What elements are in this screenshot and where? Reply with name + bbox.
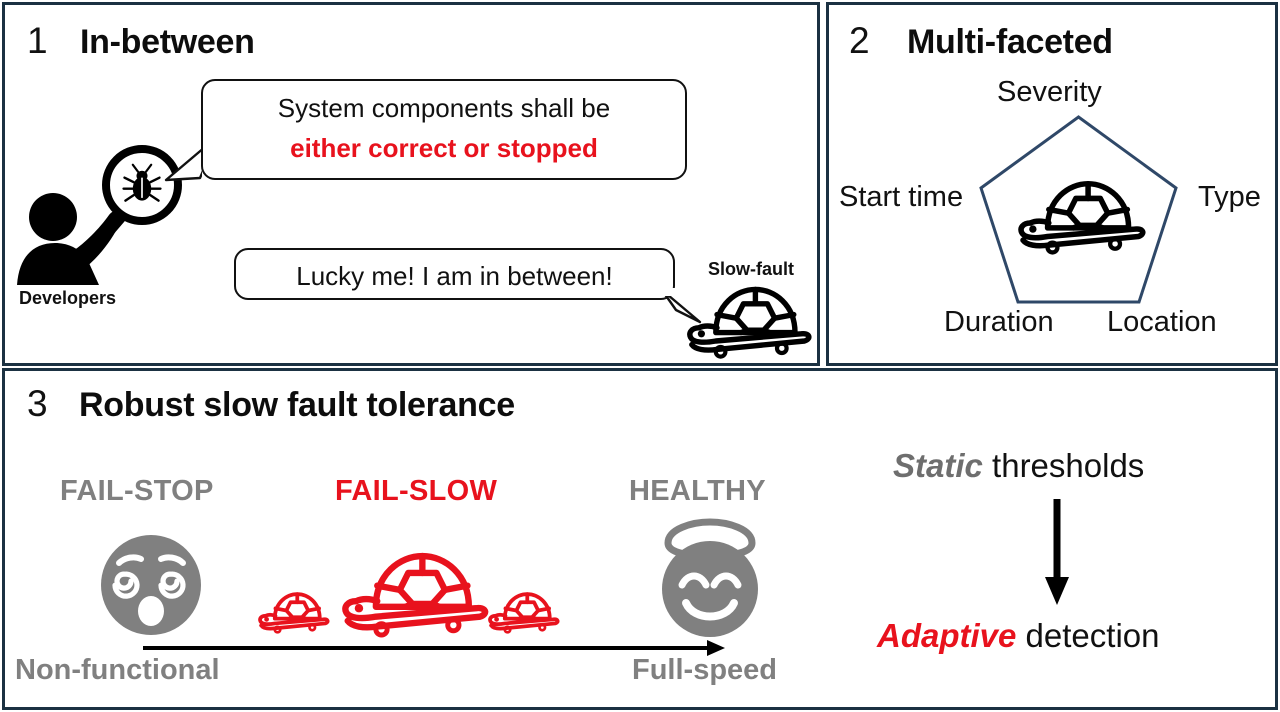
bubble1-line1: System components shall be: [277, 93, 611, 123]
state-label-fail-slow: FAIL-SLOW: [335, 475, 498, 507]
panel3-title: Robust slow fault tolerance: [79, 386, 515, 424]
facet-label-start-time: Start time: [839, 181, 964, 213]
panel1-title: In-between: [80, 23, 255, 61]
panel3-number: 3: [27, 383, 48, 424]
bubble2-line1: Lucky me! I am in between!: [296, 261, 613, 291]
axis-label-full-speed: Full-speed: [632, 654, 778, 686]
bubble2-tail-icon: [660, 288, 702, 324]
thresholds-text: thresholds: [982, 447, 1145, 484]
turtle-skateboard-icon: [488, 592, 560, 634]
detection-text: detection: [1016, 617, 1160, 654]
spectrum-arrow-icon: [143, 640, 725, 656]
facet-label-type: Type: [1198, 181, 1261, 213]
slow-fault-label: Slow-fault: [708, 259, 794, 279]
panel1-number: 1: [27, 20, 48, 61]
down-arrow-icon: [1045, 499, 1069, 605]
axis-label-non-functional: Non-functional: [15, 654, 220, 686]
turtle-skateboard-icon: [687, 286, 812, 359]
turtle-skateboard-icon: [1018, 180, 1146, 255]
bubble-turtle-says: Lucky me! I am in between!: [234, 248, 675, 300]
state-label-healthy: HEALTHY: [629, 475, 766, 507]
panel2-number: 2: [849, 20, 870, 61]
magnifier-bug-icon: [95, 145, 182, 243]
static-emphasis: Static: [893, 447, 983, 484]
developers-label: Developers: [19, 288, 117, 308]
panel-multi-faceted: 2 Multi-faceted Se: [826, 2, 1278, 366]
pentagon-shape: [979, 115, 1178, 304]
facet-label-duration: Duration: [944, 306, 1054, 338]
state-label-fail-stop: FAIL-STOP: [60, 475, 214, 507]
dizzy-face-icon: [101, 535, 201, 635]
panel2-title: Multi-faceted: [907, 23, 1113, 61]
bubble-requirement: System components shall be either correc…: [201, 79, 687, 180]
facet-label-location: Location: [1107, 306, 1217, 338]
panel-in-between: 1 In-between: [2, 2, 820, 366]
bubble1-line2: either correct or stopped: [290, 133, 598, 163]
turtle-skateboard-icon: [258, 592, 330, 634]
turtle-skateboard-icon: [342, 552, 489, 638]
panel-robust-slow-fault-tolerance: 3 Robust slow fault tolerance FAIL-STOP …: [2, 368, 1278, 710]
facet-label-severity: Severity: [997, 76, 1102, 108]
halo-smiling-face-icon: [662, 518, 758, 637]
adaptive-emphasis: Adaptive: [877, 617, 1017, 654]
